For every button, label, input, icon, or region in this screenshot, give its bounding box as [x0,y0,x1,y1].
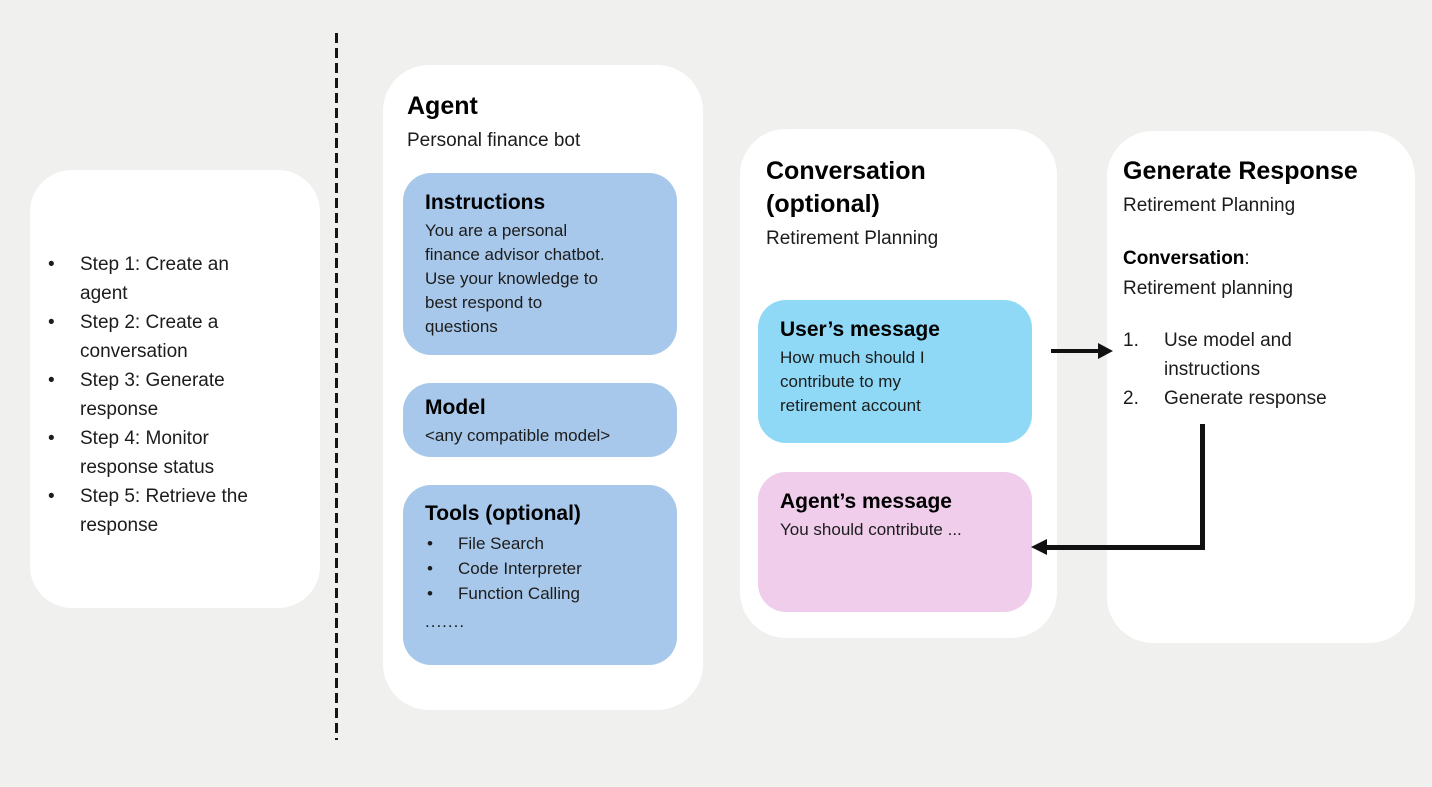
steps-panel: • Step 1: Create an agent • Step 2: Create… [30,170,320,608]
model-body: <any compatible model> [425,426,611,445]
request-arrow-head-icon [1098,343,1113,359]
dashed-divider [335,33,338,740]
list-item: • Step 2: Create a conversation [48,308,320,366]
generate-panel-header: Generate Response Retirement Planning Co… [1107,131,1415,413]
step-text: Generate response [1164,388,1327,409]
generate-steps-list: 1. Use model and instructions 2. Generate … [1123,326,1397,413]
step-text: Step 2: Create a conversation [80,312,219,362]
instructions-title: Instructions [425,191,546,214]
bullet-icon: • [427,559,433,578]
bullet-icon: • [48,428,55,449]
model-title: Model [425,396,486,419]
generate-response-panel: Generate Response Retirement Planning Co… [1107,131,1415,643]
user-message-body: How much should I contribute to my retir… [780,348,925,415]
bullet-icon: • [48,370,55,391]
list-item: • Step 4: Monitor response status [48,424,320,482]
bullet-icon: • [48,254,55,275]
list-item: 1. Use model and instructions [1123,326,1397,384]
instructions-body: You are a personal finance advisor chatb… [425,221,605,336]
list-item: • Function Calling [425,581,655,606]
conversation-panel-subtitle: Retirement Planning [766,228,939,249]
step-text: Step 1: Create an agent [80,254,229,304]
bullet-icon: • [427,534,433,553]
generate-panel-subtitle: Retirement Planning [1123,195,1296,216]
bullet-icon: • [427,584,433,603]
list-item: 2. Generate response [1123,384,1397,413]
list-item: • Step 1: Create an agent [48,250,320,308]
bullet-icon: • [48,312,55,333]
step-text: Step 5: Retrieve the response [80,486,248,536]
conversation-separator: : [1244,248,1250,269]
conversation-panel: Conversation (optional) Retirement Plann… [740,129,1057,638]
tools-list: • File Search • Code Interpreter • Function… [425,531,655,606]
step-text: Use model and instructions [1164,330,1292,380]
conversation-label: Conversation [1123,248,1245,269]
tools-box: Tools (optional) • File Search • Code Inte… [403,485,677,665]
response-arrow-head-icon [1031,539,1047,555]
agent-message-body: You should contribute ... [780,520,962,539]
step-number: 1. [1123,330,1139,351]
step-text: Step 4: Monitor response status [80,428,215,478]
list-item: • File Search [425,531,655,556]
agent-panel-header: Agent Personal finance bot [383,65,703,154]
model-box: Model <any compatible model> [403,383,677,457]
tools-ellipsis: ....... [425,612,466,631]
agent-panel-subtitle: Personal finance bot [407,130,581,151]
agent-panel: Agent Personal finance bot Instructions … [383,65,703,710]
bullet-icon: • [48,486,55,507]
conversation-value: Retirement planning [1123,278,1294,299]
generate-panel-title: Generate Response [1123,157,1358,185]
user-message-box: User’s message How much should I contrib… [758,300,1032,443]
step-text: Step 3: Generate response [80,370,225,420]
tool-text: Code Interpreter [458,559,582,578]
conversation-panel-header: Conversation (optional) Retirement Plann… [740,129,1057,252]
request-arrow-line [1051,349,1099,353]
user-message-title: User’s message [780,318,940,341]
agent-panel-title: Agent [407,92,478,120]
list-item: • Code Interpreter [425,556,655,581]
list-item: • Step 3: Generate response [48,366,320,424]
instructions-box: Instructions You are a personal finance … [403,173,677,355]
agent-message-box: Agent’s message You should contribute ..… [758,472,1032,612]
tool-text: Function Calling [458,584,580,603]
list-item: • Step 5: Retrieve the response [48,482,320,540]
agent-message-title: Agent’s message [780,490,952,513]
steps-list: • Step 1: Create an agent • Step 2: Create… [30,170,320,540]
step-number: 2. [1123,388,1139,409]
tool-text: File Search [458,534,544,553]
response-arrow-horizontal [1046,545,1205,550]
tools-title: Tools (optional) [425,502,581,525]
conversation-line: Conversation: [1123,246,1397,272]
response-arrow-vertical [1200,424,1205,550]
conversation-panel-title: Conversation (optional) [766,157,926,218]
